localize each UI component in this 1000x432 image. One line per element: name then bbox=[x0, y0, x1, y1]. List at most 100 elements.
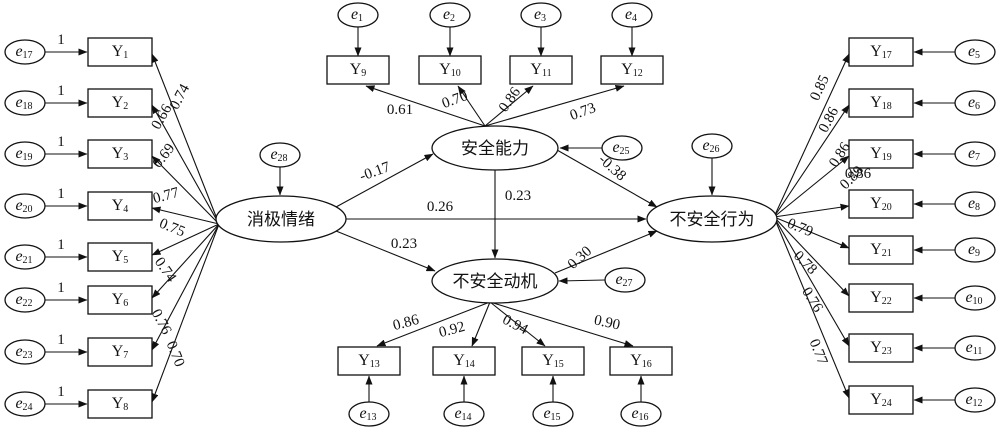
indicator-label: Y20 bbox=[870, 195, 892, 213]
path-ability-behavior bbox=[556, 149, 658, 208]
indicator-y20: Y20 bbox=[848, 189, 914, 219]
error-label: e23 bbox=[15, 343, 32, 361]
indicator-label: Y15 bbox=[542, 352, 564, 370]
loading-label: 0.61 bbox=[387, 102, 413, 118]
path-layer bbox=[45, 27, 955, 408]
loading-path bbox=[151, 104, 220, 225]
indicator-box bbox=[337, 346, 401, 376]
path-motive-behavior bbox=[554, 230, 658, 274]
loading-label: 0.75 bbox=[157, 216, 187, 241]
loading-path bbox=[151, 155, 220, 225]
error-ellipse bbox=[4, 287, 46, 313]
error-label: e11 bbox=[966, 339, 983, 357]
indicator-y5: Y5 bbox=[87, 242, 153, 272]
fixed-weight-label: 1 bbox=[57, 83, 65, 99]
loading-path bbox=[151, 223, 220, 351]
loading-path bbox=[151, 223, 220, 299]
indicator-label: Y21 bbox=[870, 241, 892, 259]
error-label: e13 bbox=[359, 405, 376, 423]
error-ellipse bbox=[954, 141, 996, 167]
indicator-label: Y13 bbox=[358, 352, 380, 370]
indicator-label: Y1 bbox=[112, 43, 129, 61]
error-ellipse bbox=[4, 339, 46, 365]
indicator-box bbox=[848, 283, 914, 313]
error-ellipse bbox=[601, 135, 643, 161]
error-label: e15 bbox=[543, 405, 560, 423]
loading-path bbox=[773, 53, 850, 218]
indicator-label: Y2 bbox=[112, 94, 129, 112]
error-label: e10 bbox=[965, 289, 982, 307]
indicator-box bbox=[87, 37, 153, 67]
error-e2: e2 bbox=[429, 2, 471, 28]
loading-path bbox=[151, 206, 220, 225]
latent-label: 不安全动机 bbox=[453, 272, 538, 292]
loading-path bbox=[484, 84, 625, 127]
latent-ellipse bbox=[431, 258, 559, 304]
error-e9: e9 bbox=[954, 237, 996, 263]
indicator-y9: Y9 bbox=[326, 55, 390, 85]
error-e5: e5 bbox=[954, 39, 996, 65]
indicator-box bbox=[848, 385, 914, 415]
indicator-label: Y6 bbox=[112, 291, 129, 309]
error-ellipse bbox=[443, 401, 485, 427]
loading-label: 0.73 bbox=[568, 100, 598, 124]
loading-path bbox=[489, 301, 634, 347]
error-e15: e15 bbox=[532, 401, 574, 427]
indicator-box bbox=[848, 333, 914, 363]
loading-path bbox=[773, 203, 850, 218]
loading-label: 0.86 bbox=[496, 84, 524, 115]
path-neg-motive bbox=[335, 230, 436, 272]
loading-label: 0.90 bbox=[592, 312, 621, 333]
latent-label: 不安全行为 bbox=[670, 210, 755, 230]
error-ellipse bbox=[604, 267, 646, 293]
latent-motive: 不安全动机 bbox=[431, 258, 559, 304]
error-e26: e26 bbox=[691, 133, 733, 159]
indicator-box bbox=[848, 139, 914, 169]
error-label: e25 bbox=[612, 139, 629, 157]
indicator-label: Y16 bbox=[630, 352, 652, 370]
path-label: 0.23 bbox=[505, 188, 531, 204]
loading-path bbox=[471, 301, 491, 347]
latent-label: 消极情绪 bbox=[247, 210, 315, 230]
error-e16: e16 bbox=[620, 401, 662, 427]
fixed-weight-label: 1 bbox=[57, 384, 65, 400]
error-e19: e19 bbox=[4, 141, 46, 167]
loading-label: 0.70 bbox=[440, 88, 470, 112]
indicator-box bbox=[609, 346, 673, 376]
error-label: e4 bbox=[625, 6, 637, 24]
indicator-box bbox=[326, 55, 390, 85]
error-ellipse bbox=[954, 335, 996, 361]
error-e11: e11 bbox=[954, 335, 996, 361]
indicator-box bbox=[87, 139, 153, 169]
indicator-y4: Y4 bbox=[87, 191, 153, 221]
loading-label: 0.94 bbox=[500, 312, 531, 339]
error-ellipse bbox=[691, 133, 733, 159]
error-ellipse bbox=[4, 193, 46, 219]
indicator-box bbox=[432, 346, 496, 376]
error-e13: e13 bbox=[348, 401, 390, 427]
error-ellipse bbox=[259, 142, 301, 168]
indicator-label: Y17 bbox=[870, 43, 892, 61]
loading-path bbox=[365, 85, 486, 127]
fixed-weight-label: 1 bbox=[57, 332, 65, 348]
indicator-box bbox=[87, 389, 153, 419]
latent-behavior: 不安全行为 bbox=[646, 195, 778, 243]
loading-label: 0.76 bbox=[148, 307, 175, 338]
indicator-label: Y22 bbox=[870, 289, 892, 307]
error-ellipse bbox=[954, 237, 996, 263]
error-ellipse bbox=[4, 141, 46, 167]
error-e21: e21 bbox=[4, 244, 46, 270]
error-ellipse bbox=[4, 39, 46, 65]
error-e28: e28 bbox=[259, 142, 301, 168]
indicator-label: Y5 bbox=[112, 248, 129, 266]
error-e6: e6 bbox=[954, 90, 996, 116]
indicator-y10: Y10 bbox=[418, 55, 482, 85]
error-label: e28 bbox=[270, 146, 287, 164]
fixed-weight-label: 1 bbox=[57, 237, 65, 253]
indicator-label: Y9 bbox=[350, 61, 367, 79]
error-e20: e20 bbox=[4, 193, 46, 219]
indicator-box bbox=[848, 235, 914, 265]
latent-label: 安全能力 bbox=[461, 139, 529, 159]
latent-ellipse bbox=[215, 195, 347, 243]
